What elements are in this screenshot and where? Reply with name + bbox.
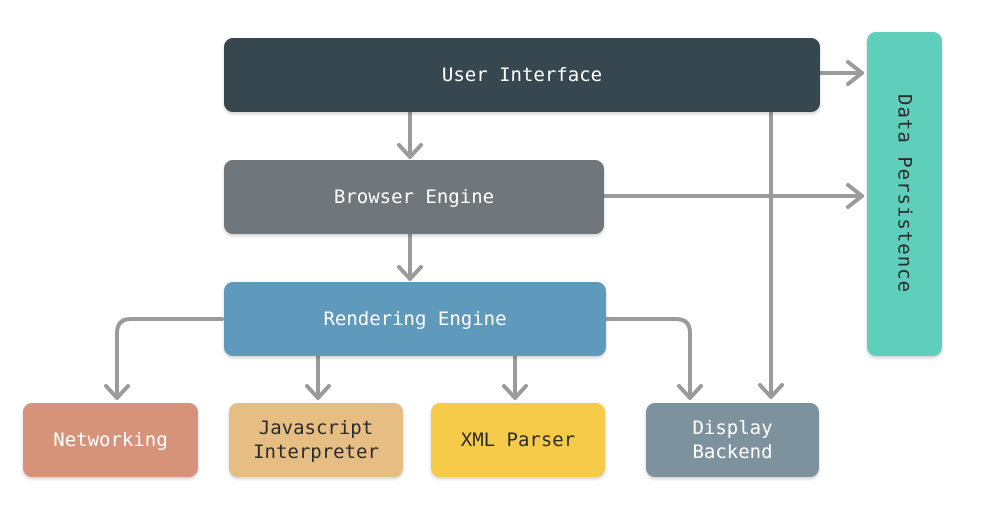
data-persistence-label: Data Persistence [893,94,916,294]
arrowhead [305,384,331,400]
arrowhead [758,383,784,399]
arrowhead [846,183,864,209]
arrowhead [502,384,528,400]
arrowhead [846,60,864,86]
user-interface-label: User Interface [441,64,603,86]
edge-rendering-engine-to-networking [115,317,224,399]
javascript-interpreter-label: Javascript Interpreter [253,417,379,463]
networking-label: Networking [53,429,168,451]
browser-engine-label: Browser Engine [333,186,495,208]
rendering-engine-label: Rendering Engine [323,308,507,330]
display-backend-node: Display Backend [646,403,819,477]
browser-engine-node: Browser Engine [224,160,604,234]
user-interface-node: User Interface [224,38,820,112]
display-backend-label: Display Backend [692,417,773,463]
arrowhead [677,384,703,400]
edge-rendering-engine-to-display-backend [605,317,692,399]
javascript-interpreter-node: Javascript Interpreter [229,403,403,477]
xml-parser-label: XML Parser [460,429,576,451]
xml-parser-node: XML Parser [431,403,605,477]
networking-node: Networking [23,403,198,477]
arrowhead [397,143,423,159]
arrowhead [397,265,423,281]
data-persistence-node: Data Persistence [867,32,942,356]
rendering-engine-node: Rendering Engine [224,282,606,356]
arrowhead [104,384,130,400]
